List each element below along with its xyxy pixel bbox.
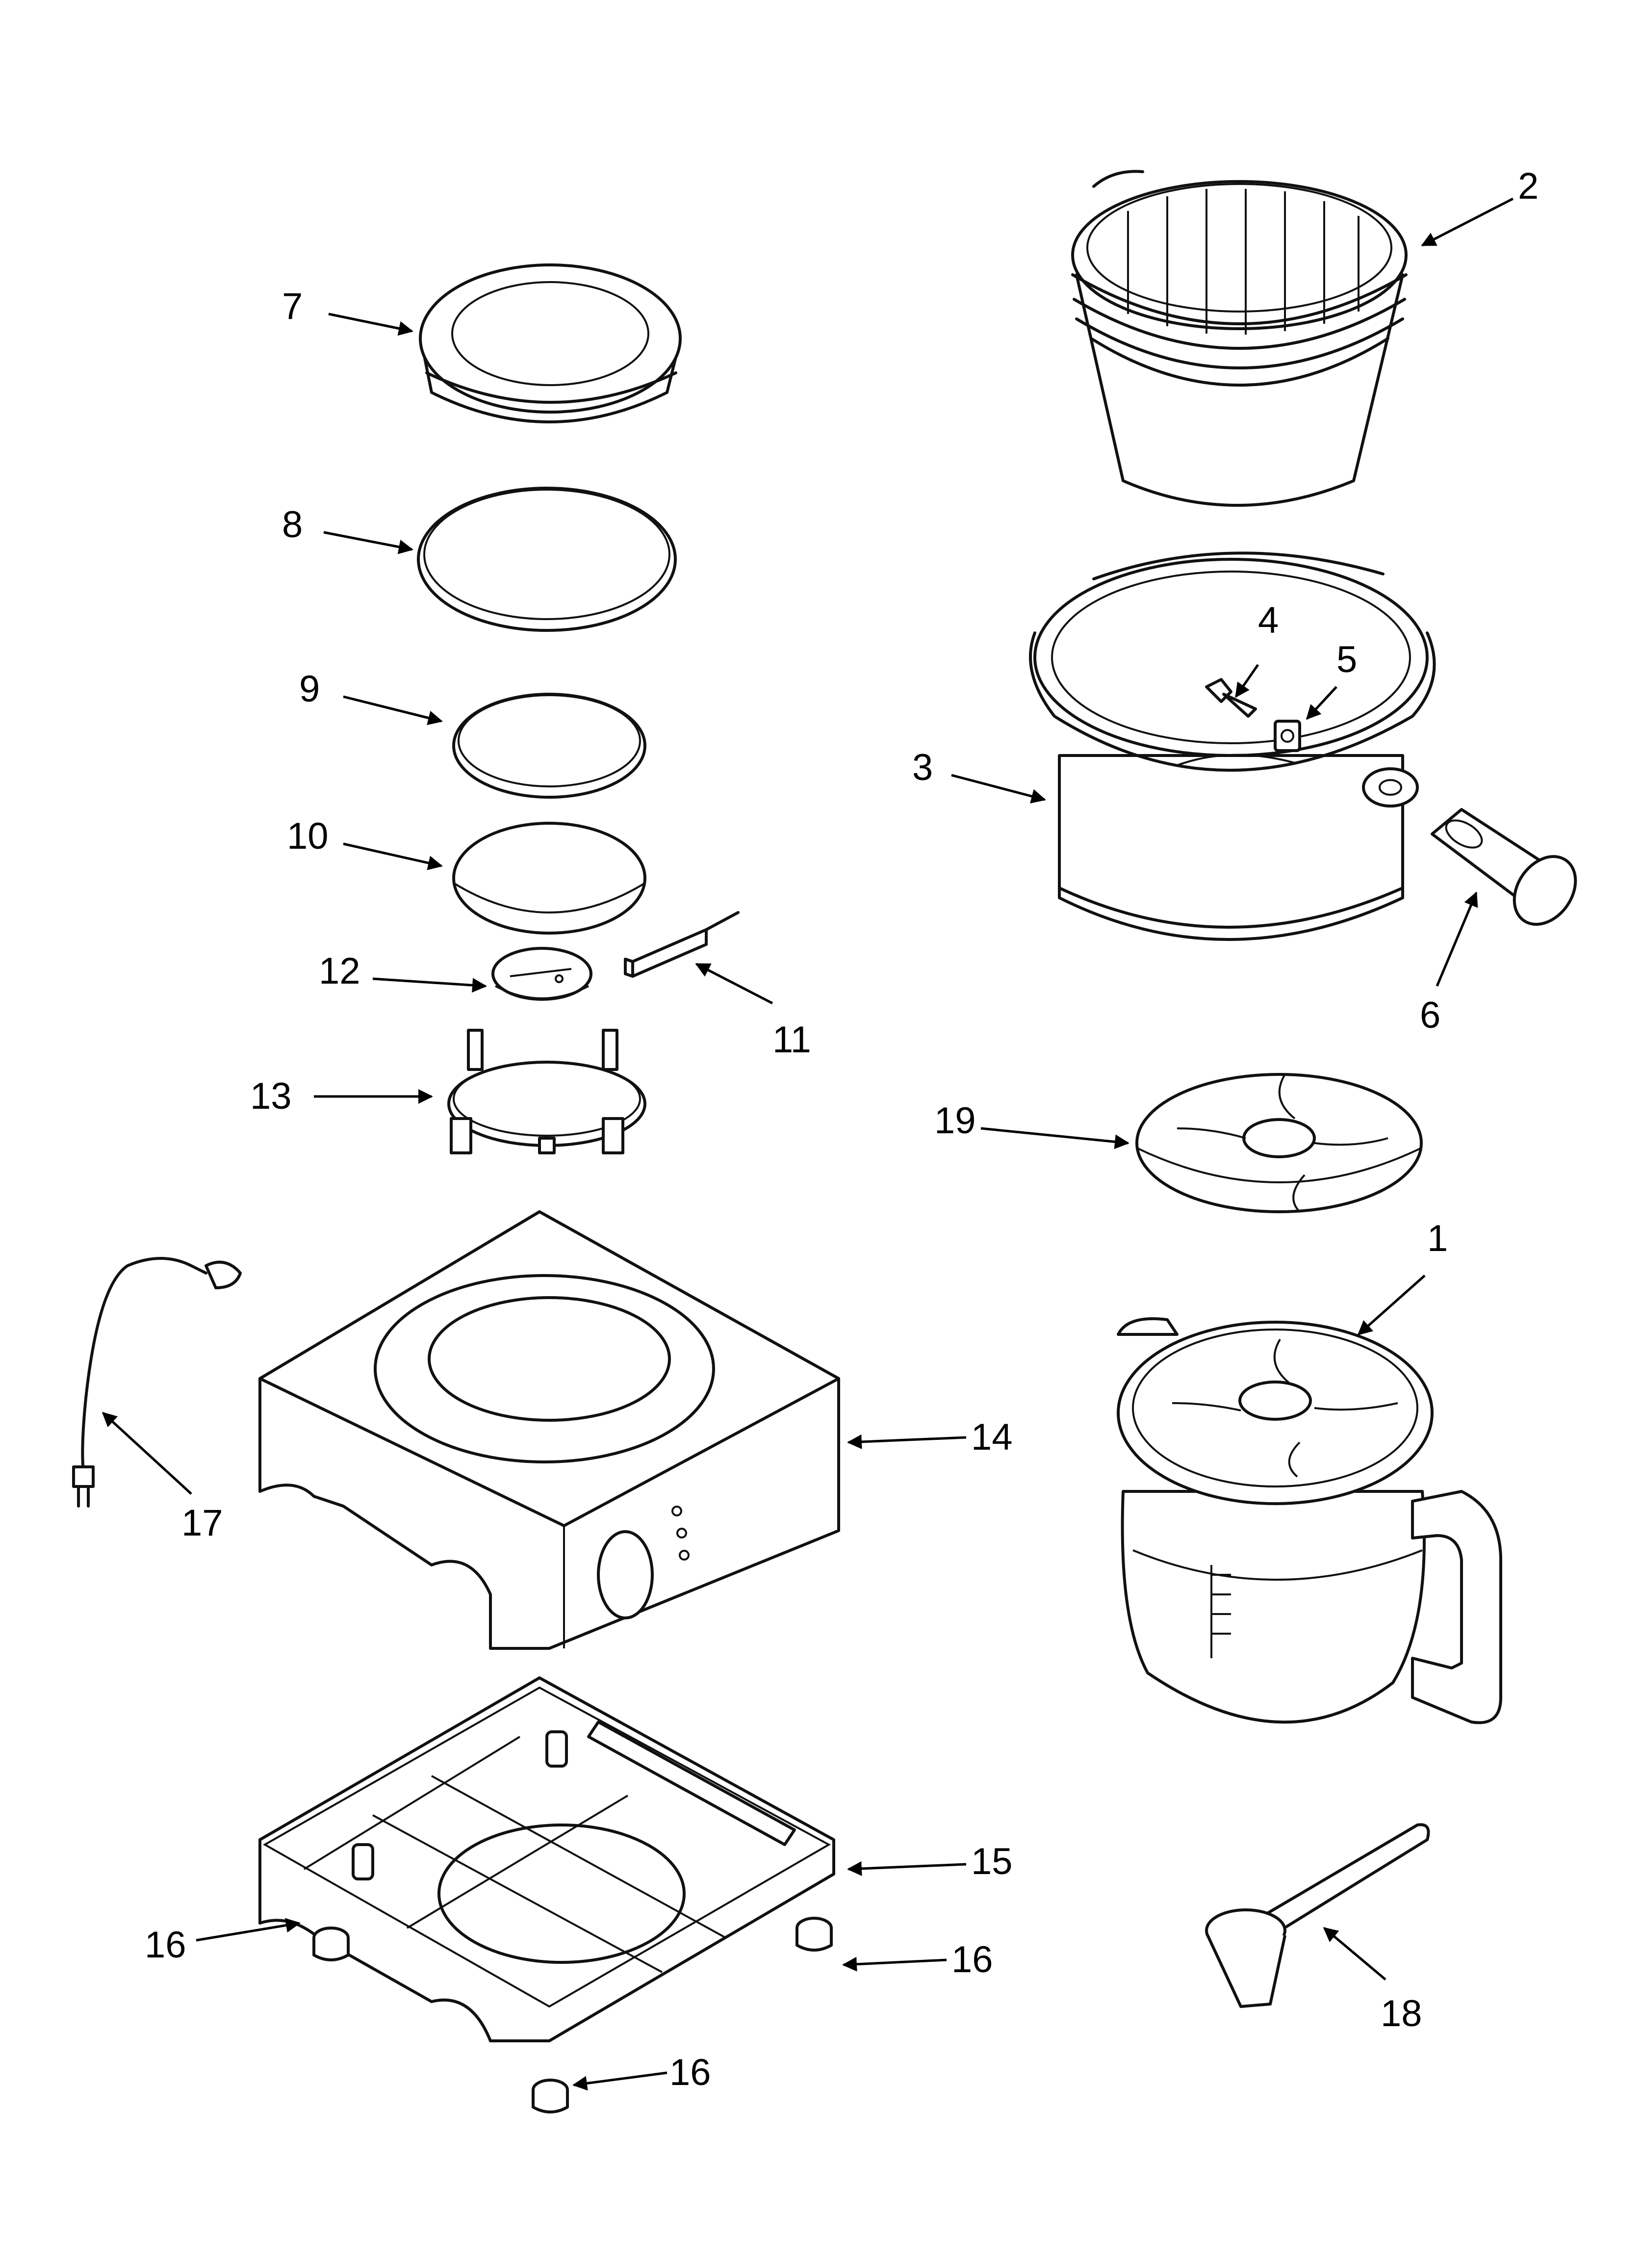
part-18-scoop[interactable] xyxy=(1205,1823,1430,2008)
callout-12: 12 xyxy=(319,950,360,992)
part-16-foot-c[interactable] xyxy=(532,2079,569,2113)
part-17-power-cord[interactable] xyxy=(72,1257,242,1508)
part-8-gasket[interactable] xyxy=(417,487,677,632)
callout-14: 14 xyxy=(971,1416,1013,1458)
part-6-spout[interactable] xyxy=(1431,808,1588,936)
callout-3: 3 xyxy=(912,747,933,788)
part-16-foot-b[interactable] xyxy=(795,1917,833,1952)
part-10-disc[interactable] xyxy=(452,822,646,935)
callout-8: 8 xyxy=(282,504,303,546)
part-19-filter-lid[interactable] xyxy=(1135,1073,1423,1213)
callout-4: 4 xyxy=(1258,600,1279,641)
part-1-carafe[interactable] xyxy=(1117,1317,1502,1724)
part-4-screw[interactable] xyxy=(1205,678,1257,718)
part-13-holder-ring[interactable] xyxy=(447,1029,646,1154)
callout-1: 1 xyxy=(1427,1218,1448,1259)
callout-2: 2 xyxy=(1518,165,1539,207)
callout-6: 6 xyxy=(1420,994,1440,1036)
part-5-clip[interactable] xyxy=(1274,720,1301,752)
part-16-foot-a[interactable] xyxy=(312,1927,350,1961)
callout-5: 5 xyxy=(1336,639,1357,680)
callout-15: 15 xyxy=(971,1841,1013,1882)
callout-13: 13 xyxy=(250,1075,292,1117)
callout-18: 18 xyxy=(1381,1993,1422,2034)
part-12-valve[interactable] xyxy=(491,947,592,1001)
part-7-shower-head[interactable] xyxy=(419,263,682,423)
callout-labels: 2 7 8 9 10 12 11 13 4 5 3 6 19 1 14 17 1… xyxy=(145,165,1539,2093)
callout-7: 7 xyxy=(282,286,303,327)
callout-19: 19 xyxy=(934,1100,976,1142)
callout-10: 10 xyxy=(287,815,329,857)
part-2-filter-basket[interactable] xyxy=(1071,170,1408,507)
callout-11: 11 xyxy=(772,1019,811,1061)
part-9-ring[interactable] xyxy=(452,693,646,799)
callout-17: 17 xyxy=(181,1502,223,1544)
leader-lines xyxy=(102,197,1514,2091)
callout-16-left: 16 xyxy=(145,1924,186,1966)
callout-16-bottom: 16 xyxy=(669,2052,711,2093)
part-3-brew-housing[interactable] xyxy=(1029,551,1436,941)
part-11-bar[interactable] xyxy=(624,911,740,978)
callout-9: 9 xyxy=(299,668,320,710)
part-15-bottom-plate[interactable] xyxy=(258,1676,835,2042)
callout-16-right: 16 xyxy=(951,1939,993,1981)
part-14-base-housing[interactable] xyxy=(258,1210,840,1650)
